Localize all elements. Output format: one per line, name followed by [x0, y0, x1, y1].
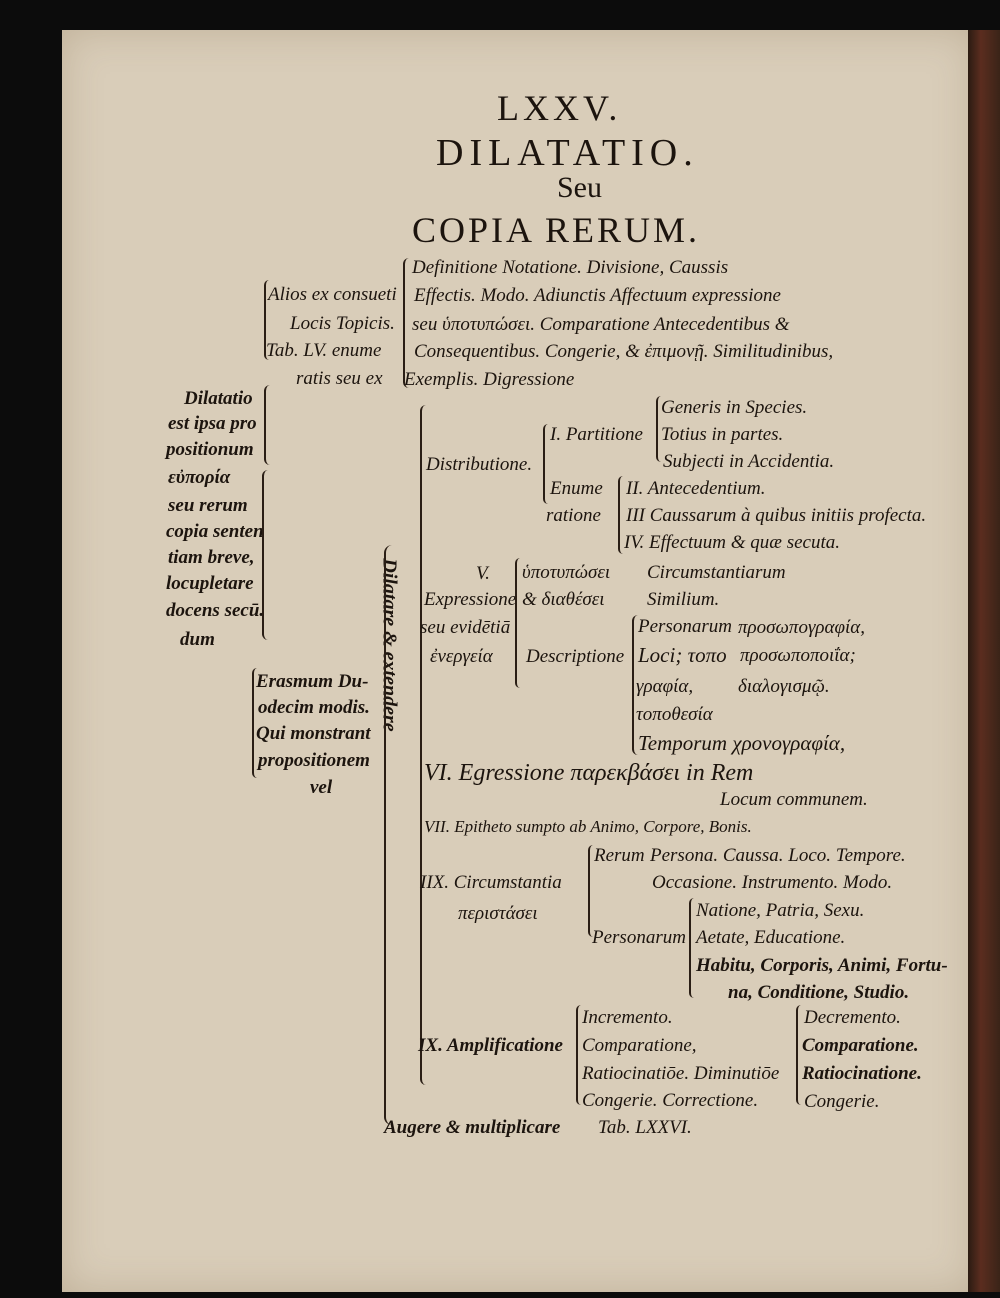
- greek-diathesis: & διαθέσει: [522, 589, 605, 610]
- amplificatione-right-item: Decremento.: [804, 1007, 901, 1028]
- footer-table-ref: Tab. LXXVI.: [598, 1117, 692, 1138]
- erasmus-brace: [262, 470, 274, 640]
- rerum-item: Occasione. Instrumento. Modo.: [652, 872, 893, 893]
- erasmus-left-brace: [252, 668, 262, 778]
- loci-label: Loci; τοπο: [638, 643, 727, 667]
- enumeratione-item: IV. Effectuum & quæ secuta.: [624, 532, 841, 553]
- definition-line: dum: [180, 629, 215, 650]
- amplificatione-label: IX. Amplificatione: [418, 1035, 563, 1056]
- egressione-line: Locum communem.: [720, 789, 868, 810]
- circumstantia-brace: [588, 845, 598, 937]
- topic-line: Definitione Notatione. Divisione, Caussi…: [412, 257, 729, 278]
- greek-dialogismo: διαλογισμῷ.: [738, 676, 830, 697]
- greek-peristasei: περιστάσει: [458, 903, 538, 924]
- amplificatione-right-item: Congerie.: [804, 1091, 880, 1112]
- title-seu: Seu: [557, 171, 602, 204]
- topics-intro-brace: [264, 280, 274, 360]
- expressione-label: ἐνεργεία: [430, 646, 493, 667]
- greek-hypotyposis: ὑποτυπώσει: [522, 562, 611, 583]
- enumeratione-label: ratione: [546, 505, 601, 526]
- expressione-label: seu evidētiā: [420, 617, 511, 638]
- definition-line: εὐπορία: [168, 467, 231, 488]
- enumeratione-item: III Caussarum à quibus initiis profecta.: [626, 505, 927, 526]
- partitione-brace: [656, 396, 666, 462]
- personarum-label: Personarum: [638, 616, 732, 637]
- amplificatione-item: Congerie. Correctione.: [582, 1090, 759, 1111]
- expressione-label: Expressione: [424, 589, 517, 610]
- partitione-label: I. Partitione: [550, 424, 643, 445]
- topic-line: Effectis. Modo. Adiunctis Affectuum expr…: [414, 285, 781, 306]
- personarum-item: Habitu, Corporis, Animi, Fortu-: [696, 955, 948, 976]
- amplificatione-right-item: Comparatione.: [802, 1035, 919, 1056]
- page-title: DILATATIO.: [436, 132, 699, 174]
- book-edge: [968, 30, 1000, 1292]
- topics-intro-line: ratis seu ex: [296, 368, 383, 389]
- descriptione-brace: [632, 615, 644, 755]
- distributione-brace: [543, 424, 553, 504]
- personarum-item: Aetate, Educatione.: [696, 927, 846, 948]
- definition-line: copia senten: [166, 521, 264, 542]
- definition-line: docens secū.: [166, 600, 265, 621]
- definition-line: est ipsa pro: [168, 413, 257, 434]
- expressione-label: V.: [476, 563, 490, 584]
- erasmus-line: odecim modis.: [258, 697, 370, 718]
- amplificatione-right-brace: [796, 1005, 806, 1105]
- main-brace: [384, 545, 400, 1125]
- egressione-line: VI. Egressione παρεκβάσει in Rem: [424, 760, 754, 786]
- partitione-item: Generis in Species.: [661, 397, 808, 418]
- descriptione-label: Descriptione: [526, 646, 625, 667]
- circumstance-item: Similium.: [647, 589, 720, 610]
- page-subtitle: COPIA RERUM.: [412, 210, 701, 250]
- greek-topothesia: τοποθεσία: [636, 704, 713, 725]
- rerum-item: Persona. Caussa. Loco. Tempore.: [650, 845, 906, 866]
- topic-line: Exemplis. Digressione: [404, 369, 575, 390]
- temporum-line: Temporum χρονογραφία,: [638, 731, 846, 755]
- personarum-brace: [689, 898, 699, 998]
- topic-line: seu ὑποτυπώσει. Comparatione Antecedenti…: [412, 314, 790, 335]
- greek-topographia: γραφία,: [636, 676, 694, 697]
- table-number: LXXV.: [497, 88, 622, 128]
- greek-prosopopoeia: προσωποποιΐα;: [740, 645, 856, 666]
- epitheto-line: VII. Epitheto sumpto ab Animo, Corpore, …: [424, 817, 752, 836]
- enumeratione-brace: [618, 476, 628, 554]
- circumstance-item: Circumstantiarum: [647, 562, 786, 583]
- erasmus-line: Erasmum Du-: [256, 671, 369, 692]
- footer-augere: Augere & multiplicare: [384, 1117, 561, 1138]
- amplificatione-item: Incremento.: [582, 1007, 673, 1028]
- amplificatione-right-item: Ratiocinatione.: [802, 1063, 922, 1084]
- topics-intro-line: Alios ex consueti: [268, 284, 397, 305]
- enumeratione-item: II. Antecedentium.: [626, 478, 766, 499]
- personarum-item: na, Conditione, Studio.: [728, 982, 910, 1003]
- rerum-label: Rerum: [594, 845, 645, 866]
- circumstantia-label: IIX. Circumstantia: [420, 872, 562, 893]
- erasmus-line: Qui monstrant: [256, 723, 371, 744]
- partitione-item: Totius in partes.: [661, 424, 784, 445]
- definition-line: Dilatatio: [184, 388, 253, 409]
- definition-brace: [264, 385, 276, 465]
- distributione-label: Distributione.: [426, 454, 533, 475]
- personarum-item: Natione, Patria, Sexu.: [696, 900, 865, 921]
- amplificatione-item: Ratiocinatiōe. Diminutiōe: [582, 1063, 780, 1084]
- book-page: [62, 30, 974, 1292]
- partitione-item: Subjecti in Accidentia.: [663, 451, 835, 472]
- amplificatione-left-brace: [576, 1005, 586, 1105]
- erasmus-line: vel: [310, 777, 333, 798]
- definition-line: positionum: [166, 439, 254, 460]
- definition-line: tiam breve,: [168, 547, 255, 568]
- enumeratione-label: Enume: [550, 478, 603, 499]
- expressione-brace: [515, 558, 525, 688]
- topics-brace: [403, 258, 415, 388]
- amplificatione-item: Comparatione,: [582, 1035, 697, 1056]
- topics-intro-line: Tab. LV. enume: [266, 340, 382, 361]
- definition-line: seu rerum: [168, 495, 248, 516]
- definition-line: locupletare: [166, 573, 254, 594]
- erasmus-line: propositionem: [258, 750, 370, 771]
- distribution-outer-brace: [420, 405, 432, 1085]
- personarum-circ-label: Personarum: [592, 927, 686, 948]
- greek-prosopographia: προσωπογραφία,: [738, 617, 866, 638]
- topic-line: Consequentibus. Congerie, & ἐπιμονῇ. Sim…: [414, 341, 834, 362]
- topics-intro-line: Locis Topicis.: [290, 313, 395, 334]
